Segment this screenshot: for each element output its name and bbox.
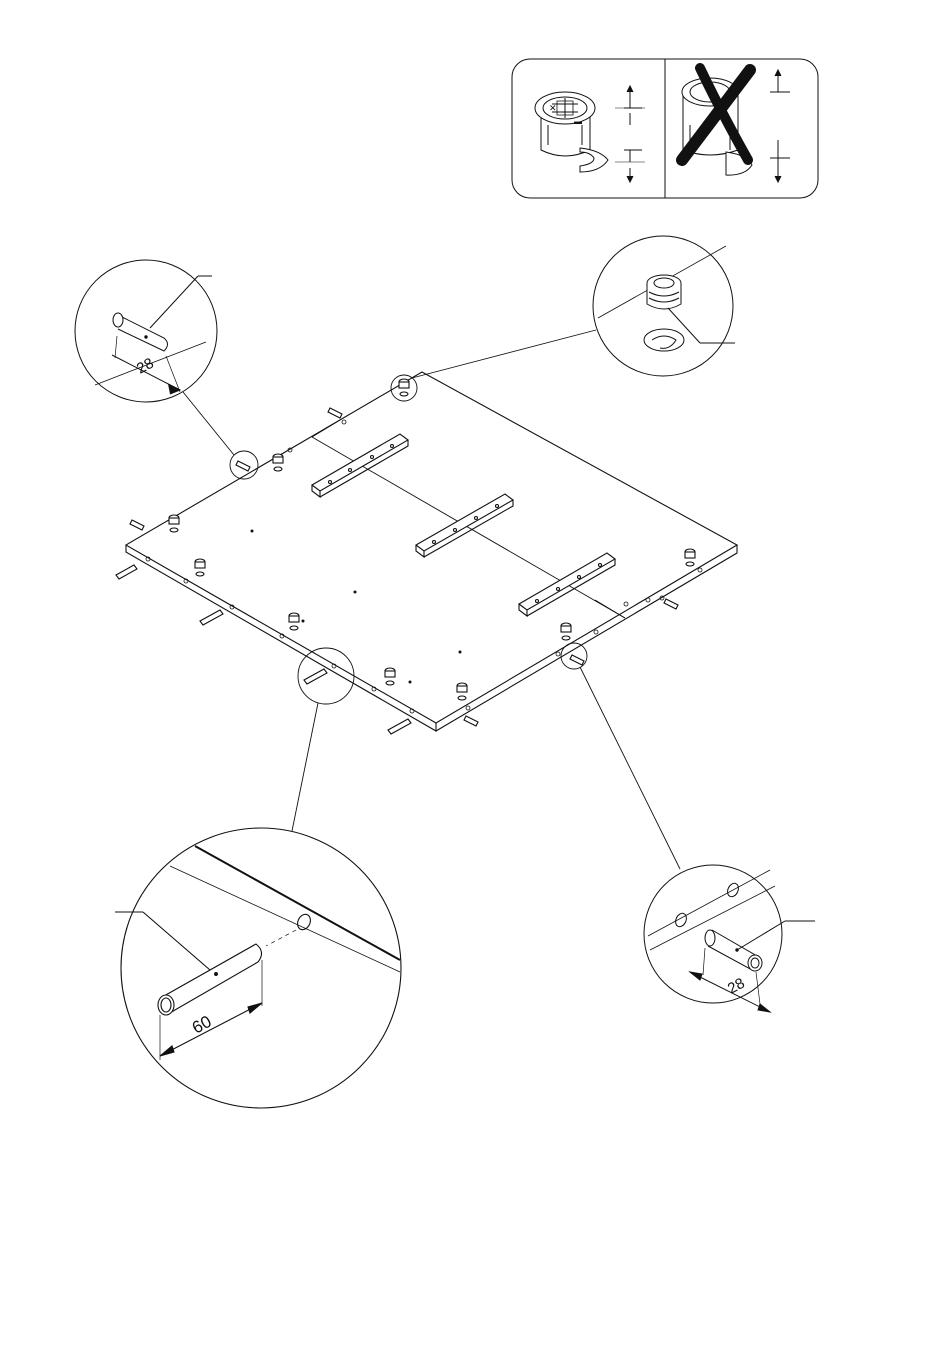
- detail-top-left: 28: [75, 260, 217, 402]
- detail-bottom-right: 28: [644, 865, 815, 1012]
- svg-text:✕: ✕: [549, 103, 557, 113]
- detail-bottom-left: 60: [115, 828, 401, 1108]
- detail-top-right: [593, 236, 735, 376]
- main-panel: [116, 372, 737, 734]
- cam-orientation-instruction-box: ✕ ▬: [512, 59, 818, 198]
- svg-text:▬: ▬: [574, 117, 582, 126]
- cam-lock-correct-icon: ✕ ▬: [535, 86, 645, 182]
